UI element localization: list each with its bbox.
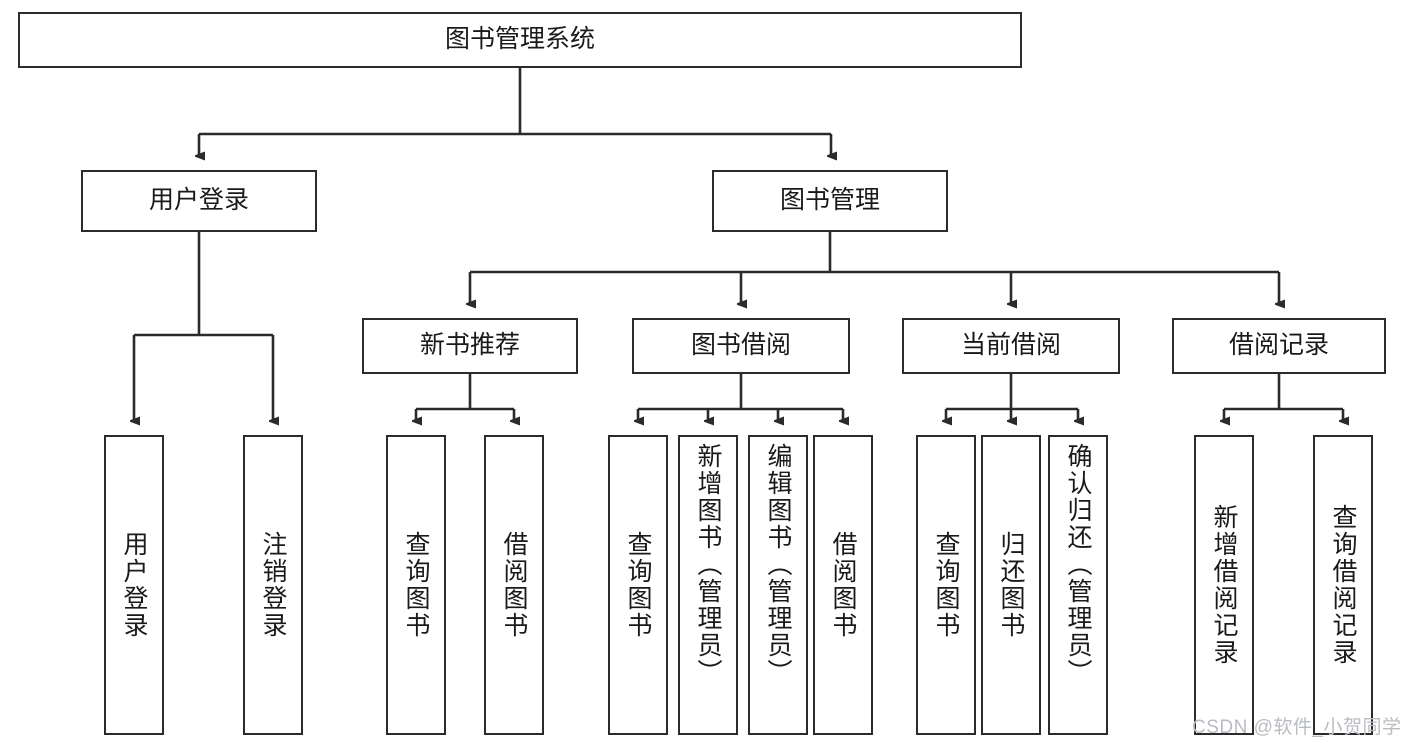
leaf-return-books[interactable]: 归还图书 (981, 435, 1041, 735)
leaf-borrow-books-new[interactable]: 借阅图书 (484, 435, 544, 735)
leaf-query-books-current[interactable]: 查询图书 (916, 435, 976, 735)
node-user-login-label: 用户登录 (148, 186, 249, 215)
node-book-management-label: 图书管理 (779, 186, 880, 215)
leaf-logout-label: 注销登录 (259, 531, 287, 639)
leaf-add-book-admin[interactable]: 新增图书（管理员） (678, 435, 738, 735)
node-user-login[interactable]: 用户登录 (81, 170, 317, 232)
node-root-label: 图书管理系统 (444, 25, 595, 54)
edge-group-root (199, 68, 831, 156)
node-borrow-records-label: 借阅记录 (1228, 331, 1329, 360)
leaf-borrow-books-new-label: 借阅图书 (500, 531, 528, 639)
leaf-user-login-label: 用户登录 (120, 531, 148, 639)
leaf-query-books-new[interactable]: 查询图书 (386, 435, 446, 735)
leaf-query-books-borrow[interactable]: 查询图书 (608, 435, 668, 735)
leaf-edit-book-admin[interactable]: 编辑图书（管理员） (748, 435, 808, 735)
node-new-book-recommend[interactable]: 新书推荐 (362, 318, 578, 374)
node-root[interactable]: 图书管理系统 (18, 12, 1022, 68)
edge-group-current-borrow (946, 374, 1078, 421)
leaf-return-books-label: 归还图书 (997, 531, 1025, 639)
leaf-edit-book-admin-label: 编辑图书（管理员） (764, 443, 792, 686)
leaf-user-login[interactable]: 用户登录 (104, 435, 164, 735)
node-book-management[interactable]: 图书管理 (712, 170, 948, 232)
leaf-query-books-new-label: 查询图书 (402, 531, 430, 639)
edge-group-user-login (134, 232, 273, 421)
node-current-borrow[interactable]: 当前借阅 (902, 318, 1120, 374)
edge-group-new-books (416, 374, 514, 421)
edge-group-borrow-records (1224, 374, 1343, 421)
leaf-query-books-current-label: 查询图书 (932, 531, 960, 639)
node-borrow-records[interactable]: 借阅记录 (1172, 318, 1386, 374)
leaf-borrow-books[interactable]: 借阅图书 (813, 435, 873, 735)
leaf-confirm-return-admin[interactable]: 确认归还（管理员） (1048, 435, 1108, 735)
leaf-add-book-admin-label: 新增图书（管理员） (694, 443, 722, 686)
edge-group-borrow (638, 374, 843, 421)
leaf-confirm-return-admin-label: 确认归还（管理员） (1064, 443, 1092, 686)
node-new-book-recommend-label: 新书推荐 (419, 331, 520, 360)
leaf-query-borrow-record-label: 查询借阅记录 (1329, 504, 1357, 666)
leaf-add-borrow-record[interactable]: 新增借阅记录 (1194, 435, 1254, 735)
node-book-borrow[interactable]: 图书借阅 (632, 318, 850, 374)
leaf-borrow-books-label: 借阅图书 (829, 531, 857, 639)
leaf-logout[interactable]: 注销登录 (243, 435, 303, 735)
leaf-query-borrow-record[interactable]: 查询借阅记录 (1313, 435, 1373, 735)
leaf-add-borrow-record-label: 新增借阅记录 (1210, 504, 1238, 666)
edge-group-book-manage (470, 232, 1279, 304)
node-book-borrow-label: 图书借阅 (690, 331, 791, 360)
csdn-watermark: CSDN @软件_小贺同学 (1192, 717, 1402, 738)
leaf-query-books-borrow-label: 查询图书 (624, 531, 652, 639)
node-current-borrow-label: 当前借阅 (960, 331, 1061, 360)
